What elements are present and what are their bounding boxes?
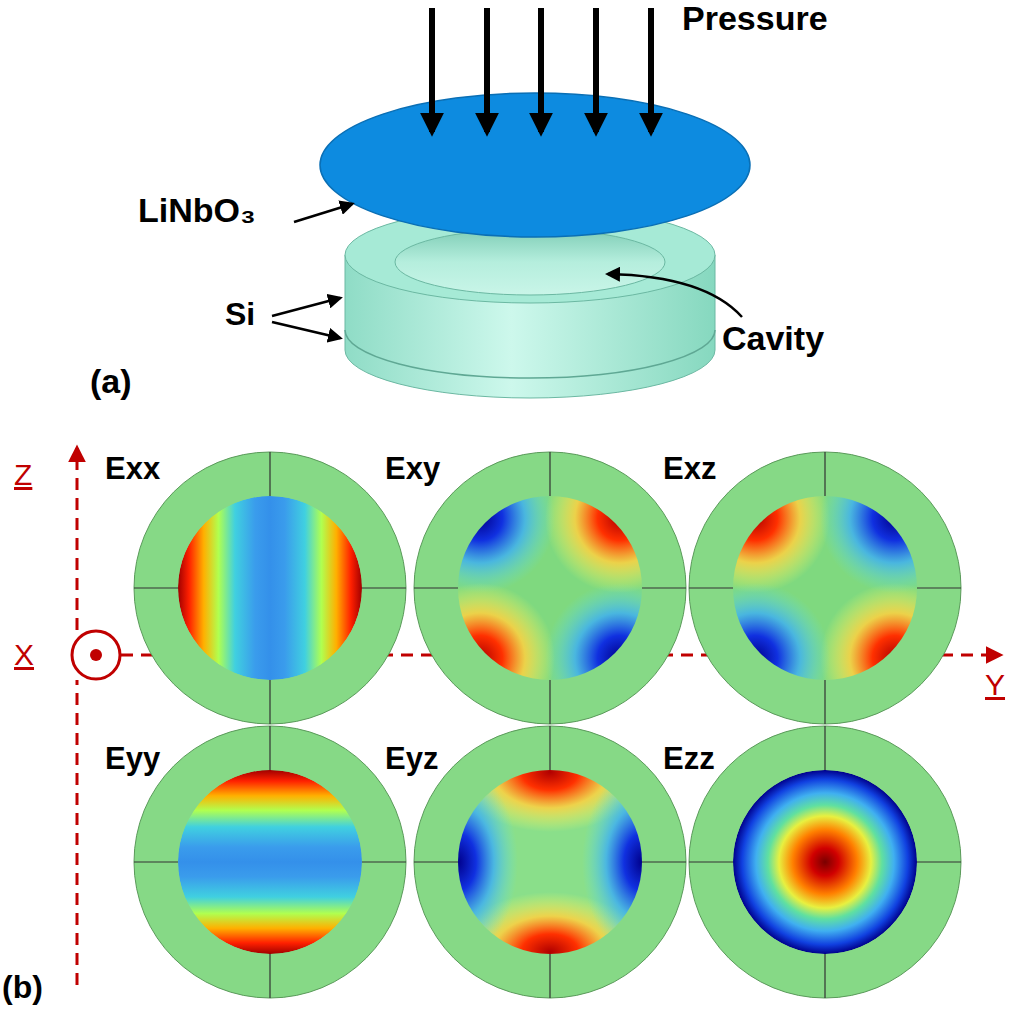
strain-map (134, 726, 406, 998)
strain-map (689, 726, 961, 998)
component-label: Eyz (385, 742, 438, 776)
strain-map (680, 443, 970, 733)
strain-map (398, 712, 702, 1011)
strain-map (134, 452, 406, 724)
linbo3-disk (320, 93, 750, 237)
panel-label: (b) (2, 970, 43, 1005)
panel-label: (a) (90, 363, 132, 400)
pressure-arrows (432, 8, 651, 132)
part-label: Si (225, 297, 255, 332)
component-label: Exy (385, 452, 440, 486)
axis-label: X (14, 638, 34, 671)
component-label: Exz (663, 452, 716, 486)
axis-label: Y (985, 668, 1005, 701)
component-label: Eyy (105, 742, 160, 776)
part-label: LiNbO₃ (138, 192, 256, 229)
axis-label: Z (14, 458, 32, 491)
component-label: Exx (105, 452, 160, 486)
strain-map (405, 443, 695, 733)
component-label: Ezz (663, 742, 715, 776)
leader-arrows (272, 204, 742, 338)
part-label: Cavity (722, 320, 824, 357)
part-label: Pressure (682, 0, 828, 37)
